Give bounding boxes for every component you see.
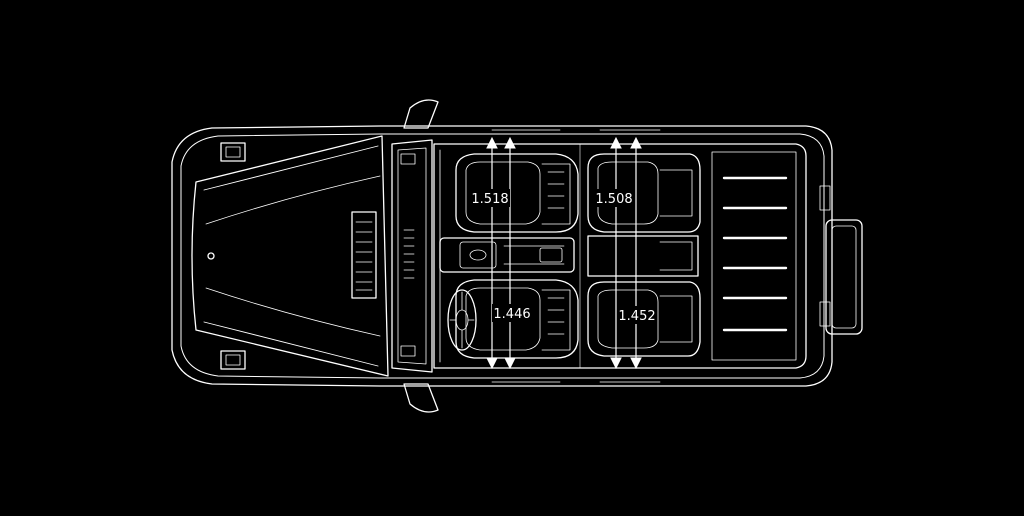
arrow-front-inner [504,136,516,370]
label-bg-front-shoulder [470,189,510,207]
rear-hip-width-label: 1.452 [618,309,655,324]
arrow-rear-outer [610,136,622,370]
side-details [491,129,831,383]
hood-vent [351,211,377,299]
body-outline [171,125,833,387]
measurement-arrows [486,136,642,370]
arrow-front-outer [486,136,498,370]
front-seat-right [455,279,579,359]
spare-wheel [825,219,863,335]
rear-seat-right [587,281,701,357]
label-bg-rear-shoulder [594,189,634,207]
cargo-area [711,151,797,361]
rear-seat-left [587,153,701,233]
front-seat-left [455,153,579,233]
label-bg-front-hip [492,304,532,322]
arrow-rear-inner [630,136,642,370]
front-hip-width-label: 1.446 [493,307,530,322]
hood [191,135,389,377]
steering-wheel [447,289,477,351]
rear-shoulder-width-label: 1.508 [595,192,632,207]
mirrors [403,99,439,413]
dashboard [391,139,433,373]
front-shoulder-width-label: 1.518 [471,192,508,207]
label-bg-rear-hip [617,306,657,324]
center-console [439,237,575,273]
rear-seat-center [587,235,699,277]
